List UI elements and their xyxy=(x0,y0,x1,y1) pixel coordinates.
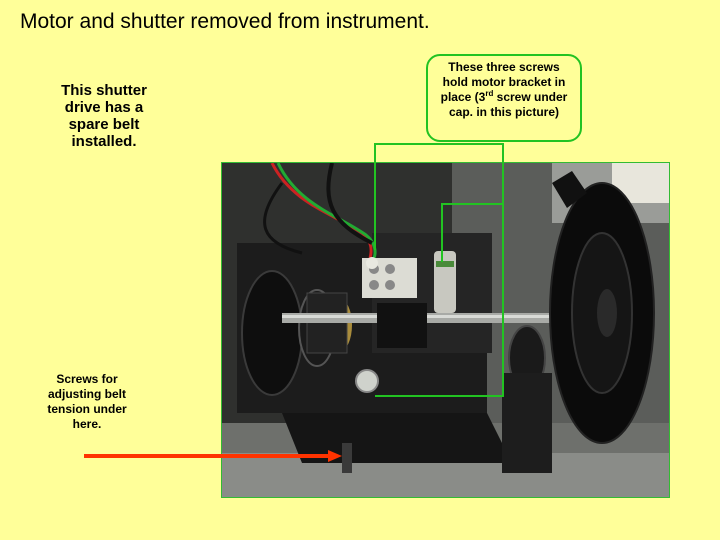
note-line: installed. xyxy=(71,133,137,150)
note-line: This shutter xyxy=(61,82,147,99)
slide-title: Motor and shutter removed from instrumen… xyxy=(20,10,430,33)
note-line: drive has a xyxy=(64,99,144,116)
leader-line xyxy=(441,203,503,262)
screws-callout: These three screws hold motor bracket in… xyxy=(426,54,582,142)
note-line: Screws for xyxy=(56,372,118,386)
note-line: adjusting belt xyxy=(48,387,126,401)
belt-tension-note: Screws for adjusting belt tension under … xyxy=(34,372,140,432)
shutter-belt-note: This shutter drive has a spare belt inst… xyxy=(52,82,156,150)
callout-leaders xyxy=(374,143,504,397)
motor-shutter-illustration xyxy=(222,163,669,497)
instrument-photo xyxy=(221,162,670,498)
note-line: tension under xyxy=(47,402,127,416)
note-line: here. xyxy=(72,417,102,431)
callout-line: hold motor bracket in xyxy=(442,75,566,89)
callout-line: cap. in this picture) xyxy=(448,105,559,119)
leader-line xyxy=(374,143,504,397)
note-line: spare belt xyxy=(68,116,140,133)
belt-tension-arrow xyxy=(84,450,342,462)
callout-line: place (3rd screw under xyxy=(440,89,568,105)
callout-line: These three screws xyxy=(448,60,560,74)
